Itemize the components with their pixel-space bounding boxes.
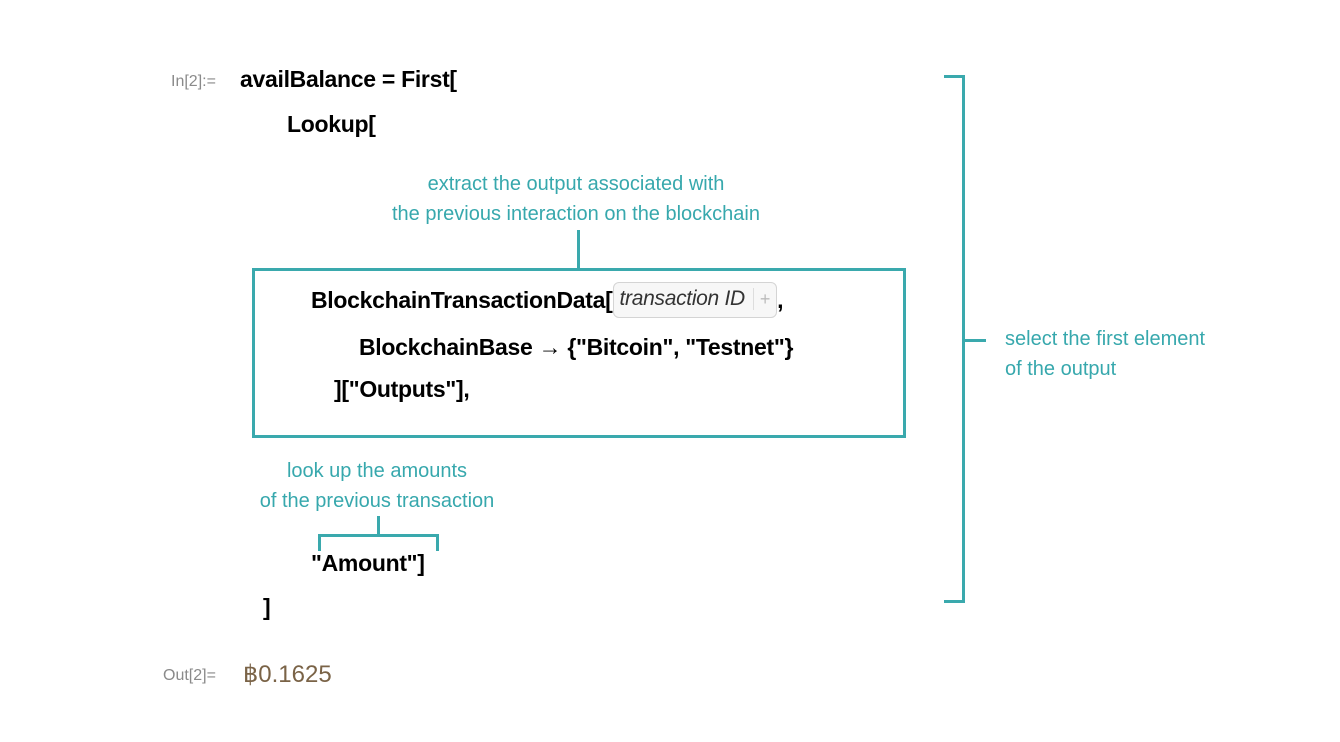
code-line-amount[interactable]: "Amount"] (311, 550, 425, 576)
transaction-id-placeholder-text: transaction ID (619, 287, 746, 310)
output-value[interactable]: ฿0.1625 (243, 661, 332, 688)
annotation-select-line2: of the output (1005, 358, 1117, 380)
select-bracket-top (944, 75, 965, 78)
annotation-lookup: look up the amounts of the previous tran… (236, 456, 518, 516)
code-line-outputs[interactable]: ]["Outputs"], (334, 376, 470, 402)
annotation-extract-line2: the previous interaction on the blockcha… (391, 203, 760, 225)
code-line-blockchain-base[interactable]: BlockchainBase → {"Bitcoin", "Testnet"} (359, 334, 794, 360)
annotation-lookup-line2: of the previous transaction (259, 490, 495, 512)
lookup-bracket-top (318, 534, 439, 537)
annotation-lookup-line1: look up the amounts (286, 460, 468, 482)
lookup-bracket-left (318, 534, 321, 551)
annotation-select-line1: select the first element (1005, 328, 1206, 350)
lookup-connector-stem (377, 516, 380, 536)
annotation-select: select the first element of the output (1005, 324, 1205, 384)
output-label: Out[2]= (163, 667, 216, 684)
code-line-first[interactable]: availBalance = First[ (240, 66, 457, 92)
blockchain-transaction-data-head: BlockchainTransactionData[ (311, 287, 613, 314)
code-line-lookup[interactable]: Lookup[ (287, 111, 376, 137)
select-bracket-tick (962, 339, 986, 342)
annotation-extract: extract the output associated with the p… (366, 169, 786, 229)
input-label: In[2]:= (171, 73, 216, 90)
plus-icon[interactable]: + (759, 289, 771, 309)
blockchain-transaction-data-tail: , (777, 287, 784, 314)
annotation-extract-line1: extract the output associated with (427, 173, 725, 195)
blockchain-data-highlight-box (252, 268, 906, 438)
lookup-bracket-right (436, 534, 439, 551)
placeholder-separator (752, 288, 754, 311)
select-bracket-bottom (944, 600, 965, 603)
transaction-id-placeholder[interactable]: transaction ID + (612, 282, 778, 318)
code-line-blockchain-transaction-data[interactable]: BlockchainTransactionData[transaction ID… (311, 282, 784, 320)
extract-connector-line (577, 230, 580, 270)
code-line-close-bracket[interactable]: ] (263, 594, 271, 620)
